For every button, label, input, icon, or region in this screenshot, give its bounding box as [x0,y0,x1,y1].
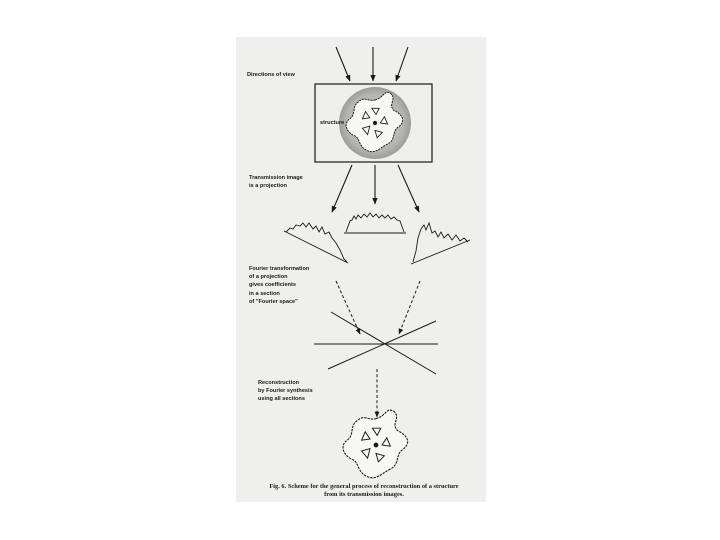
reconstructed-molecule [342,409,409,479]
figure-page: Directions of view structure Transmissio… [236,37,486,502]
view-direction-arrows [335,46,409,82]
fourier-arrows [335,280,421,335]
figure-caption: Fig. 6. Scheme for the general process o… [269,483,459,498]
structure-label: structure [320,120,345,126]
reconstruction-label: Reconstruction by Fourier synthesis usin… [258,380,313,403]
projection-arrows [331,164,420,213]
transmission-label: Transmission image is a projection [249,175,303,190]
reconstruction-scheme-diagram [283,46,471,479]
projection-profiles [283,212,471,265]
structure-box [314,83,433,163]
directions-label: Directions of view [247,72,295,78]
fourier-sections [314,311,438,375]
fourier-label: Fourier transformation of a projection g… [249,266,310,305]
